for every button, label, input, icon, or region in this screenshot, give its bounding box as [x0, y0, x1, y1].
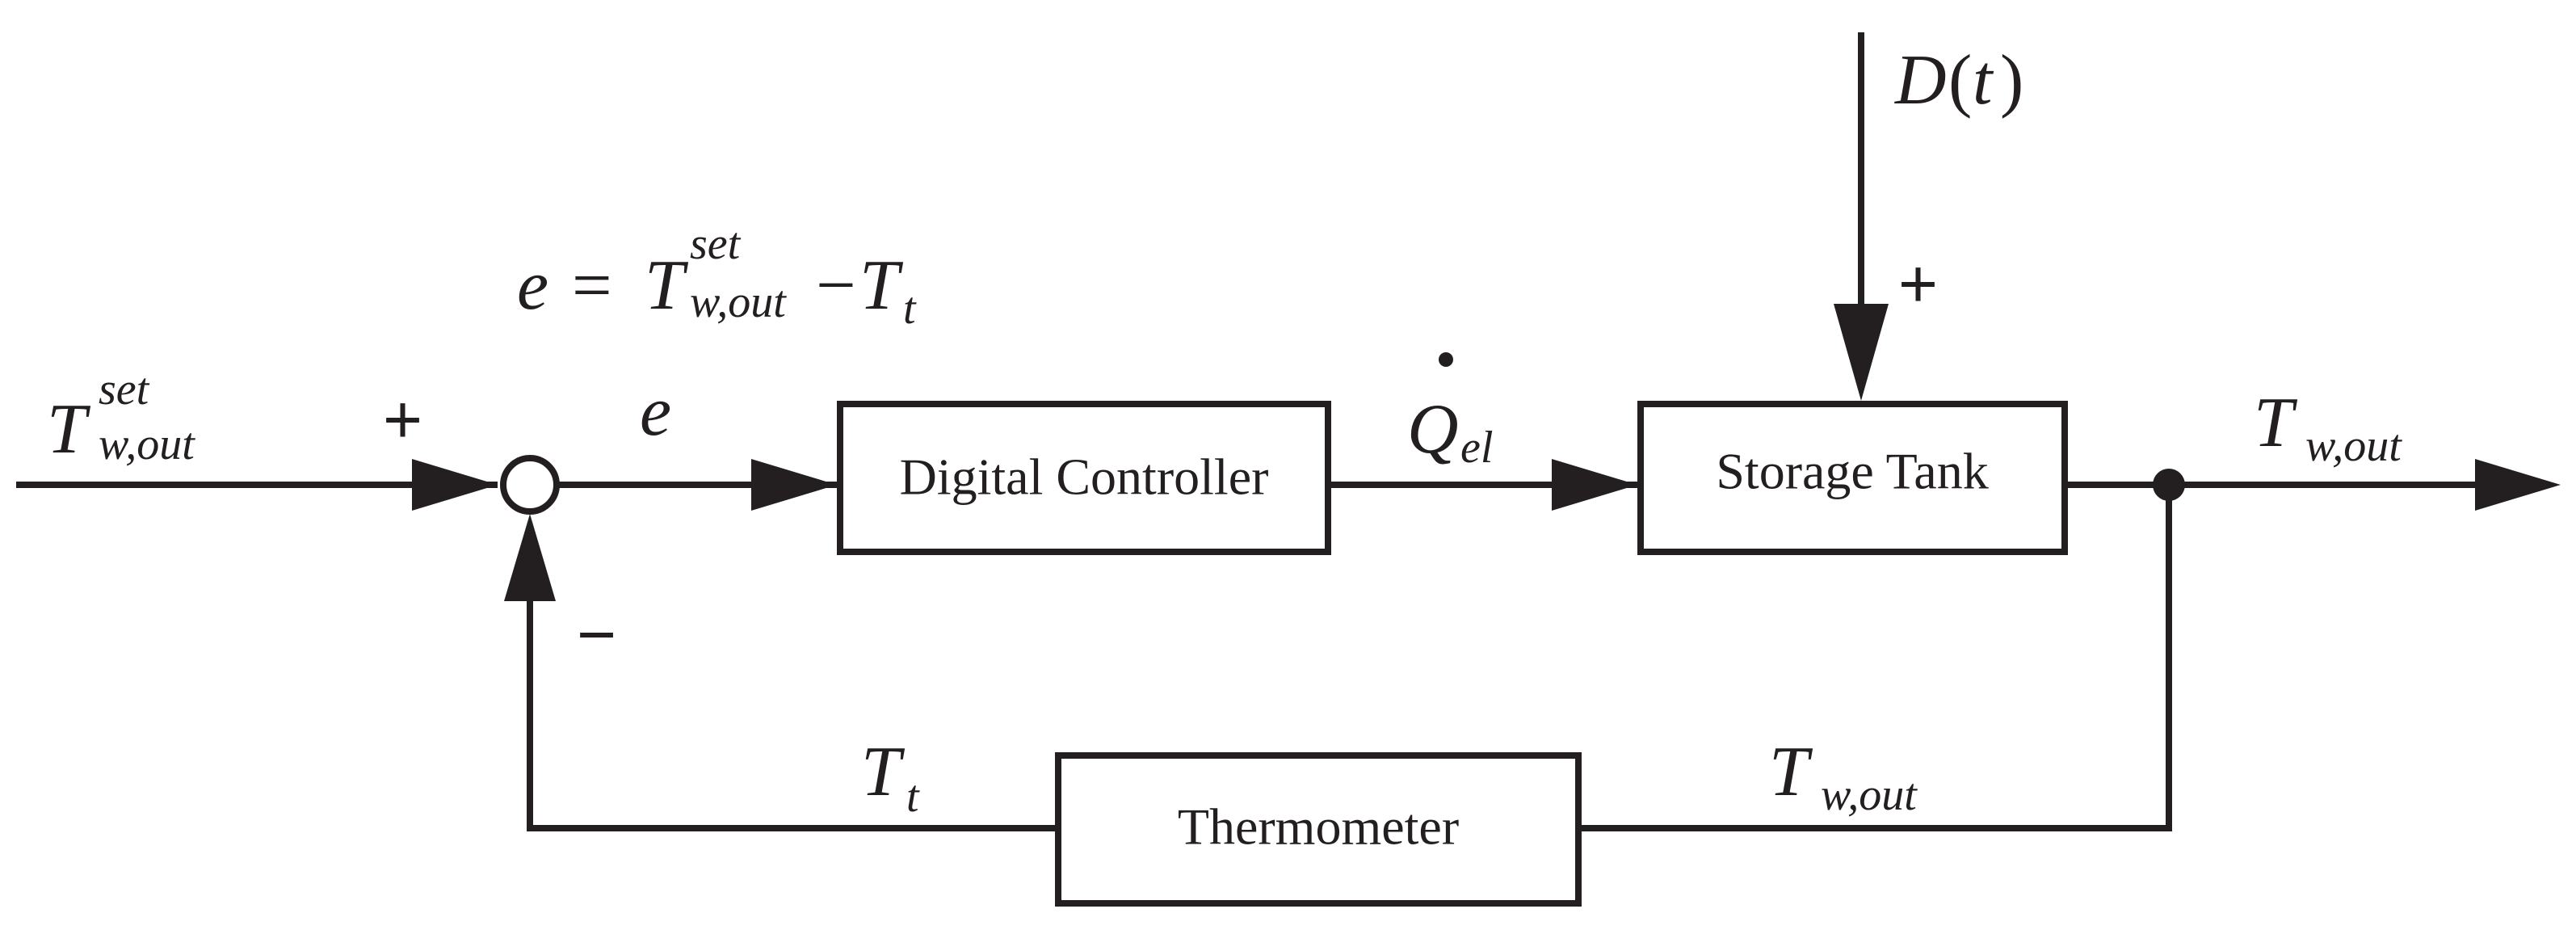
thermometer-block [1055, 752, 1582, 907]
setpoint-label-sub: w,out [99, 419, 195, 469]
output-arrowhead [2475, 459, 2561, 511]
heat-label-dot [1439, 352, 1453, 367]
error-equation-sup: set [690, 219, 742, 269]
error-equation-minus: − [816, 246, 856, 325]
disturbance-label-open: ( [1948, 41, 1972, 120]
error-equation-base: T [645, 246, 689, 325]
feedback-minus-sign: − [577, 596, 616, 672]
feedback-out-label-base: T [861, 733, 906, 811]
disturbance-label-arg: t [1973, 41, 1994, 120]
output-label-sub: w,out [2305, 421, 2402, 471]
heat-label-sub: el [1460, 423, 1493, 473]
heat-label-base: Q [1407, 390, 1459, 469]
disturbance-label-base: D [1894, 41, 1947, 120]
disturbance-label-close: ) [2000, 41, 2023, 120]
storage-tank-label: Storage Tank [1716, 443, 1988, 500]
error-equation-base2: T [859, 246, 904, 325]
error-equation-eq: = [572, 246, 612, 325]
setpoint-label-sup: set [99, 364, 150, 415]
setpoint-arrowhead [412, 459, 498, 511]
storage-tank-block [1637, 401, 2068, 555]
feedback-wire-right [1578, 485, 2172, 831]
feedback-arrowhead [504, 514, 556, 601]
digital-controller-block [837, 401, 1331, 555]
disturbance-arrowhead [1834, 304, 1889, 401]
feedback-out-label-sub: t [906, 772, 920, 822]
setpoint-plus-sign: + [383, 381, 422, 457]
output-label-base: T [2254, 384, 2298, 462]
error-equation-lhs: e [517, 246, 548, 325]
thermometer-label: Thermometer [1178, 798, 1459, 856]
summing-junction [500, 455, 560, 515]
setpoint-label-base: T [47, 390, 91, 469]
feedback-in-label-sub: w,out [1821, 770, 1918, 820]
error-equation-sub: w,out [690, 277, 787, 327]
feedback-in-label-base: T [1769, 733, 1813, 811]
error-equation-sub2: t [903, 284, 917, 334]
digital-controller-label: Digital Controller [900, 448, 1269, 506]
heat-arrowhead [1552, 459, 1637, 511]
disturbance-plus-sign: + [1898, 246, 1938, 322]
error-label: e [640, 372, 671, 451]
error-arrowhead [751, 459, 837, 511]
feedback-wire-left [527, 601, 1058, 831]
